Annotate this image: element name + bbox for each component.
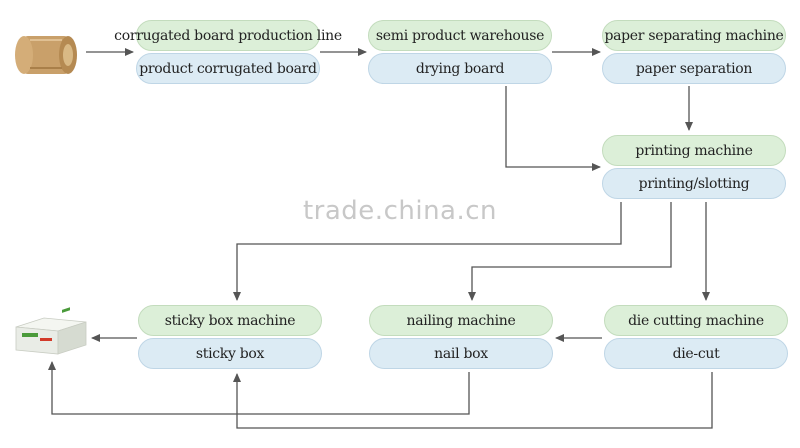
separating-product-label: paper separation: [602, 53, 786, 84]
warehouse-machine-label: semi product warehouse: [368, 20, 552, 51]
arrow-diecut-to-sticky: [233, 372, 713, 429]
node-nailing: nailing machine nail box: [369, 305, 553, 371]
paper-roll-icon: [15, 36, 77, 74]
sticky-product-label: sticky box: [138, 338, 322, 369]
arrow-warehouse-to-printing: [505, 86, 601, 171]
watermark-text: trade.china.cn: [302, 196, 498, 226]
finished-box-icon: [15, 307, 87, 355]
nailing-machine-label: nailing machine: [369, 305, 553, 336]
warehouse-product-label: drying board: [368, 53, 552, 84]
arrow-nailbox-to-finished: [48, 361, 470, 415]
corrugated-product-label: product corrugated board: [136, 53, 320, 84]
node-printing: printing machine printing/slotting: [602, 135, 786, 201]
printing-machine-label: printing machine: [602, 135, 786, 166]
sticky-machine-label: sticky box machine: [138, 305, 322, 336]
node-sticky: sticky box machine sticky box: [138, 305, 322, 371]
corrugated-machine-label: corrugated board production line: [114, 20, 342, 51]
node-separating: paper separating machine paper separatio…: [602, 20, 786, 86]
arrow-printing-to-nailing: [468, 202, 672, 301]
diecutting-machine-label: die cutting machine: [604, 305, 788, 336]
printing-product-label: printing/slotting: [602, 168, 786, 199]
node-warehouse: semi product warehouse drying board: [368, 20, 552, 86]
arrow-printing-to-sticky: [233, 202, 622, 301]
nailing-product-label: nail box: [369, 338, 553, 369]
node-corrugated: corrugated board production line product…: [114, 20, 342, 86]
diecutting-product-label: die-cut: [604, 338, 788, 369]
separating-machine-label: paper separating machine: [602, 20, 786, 51]
node-diecutting: die cutting machine die-cut: [604, 305, 788, 371]
